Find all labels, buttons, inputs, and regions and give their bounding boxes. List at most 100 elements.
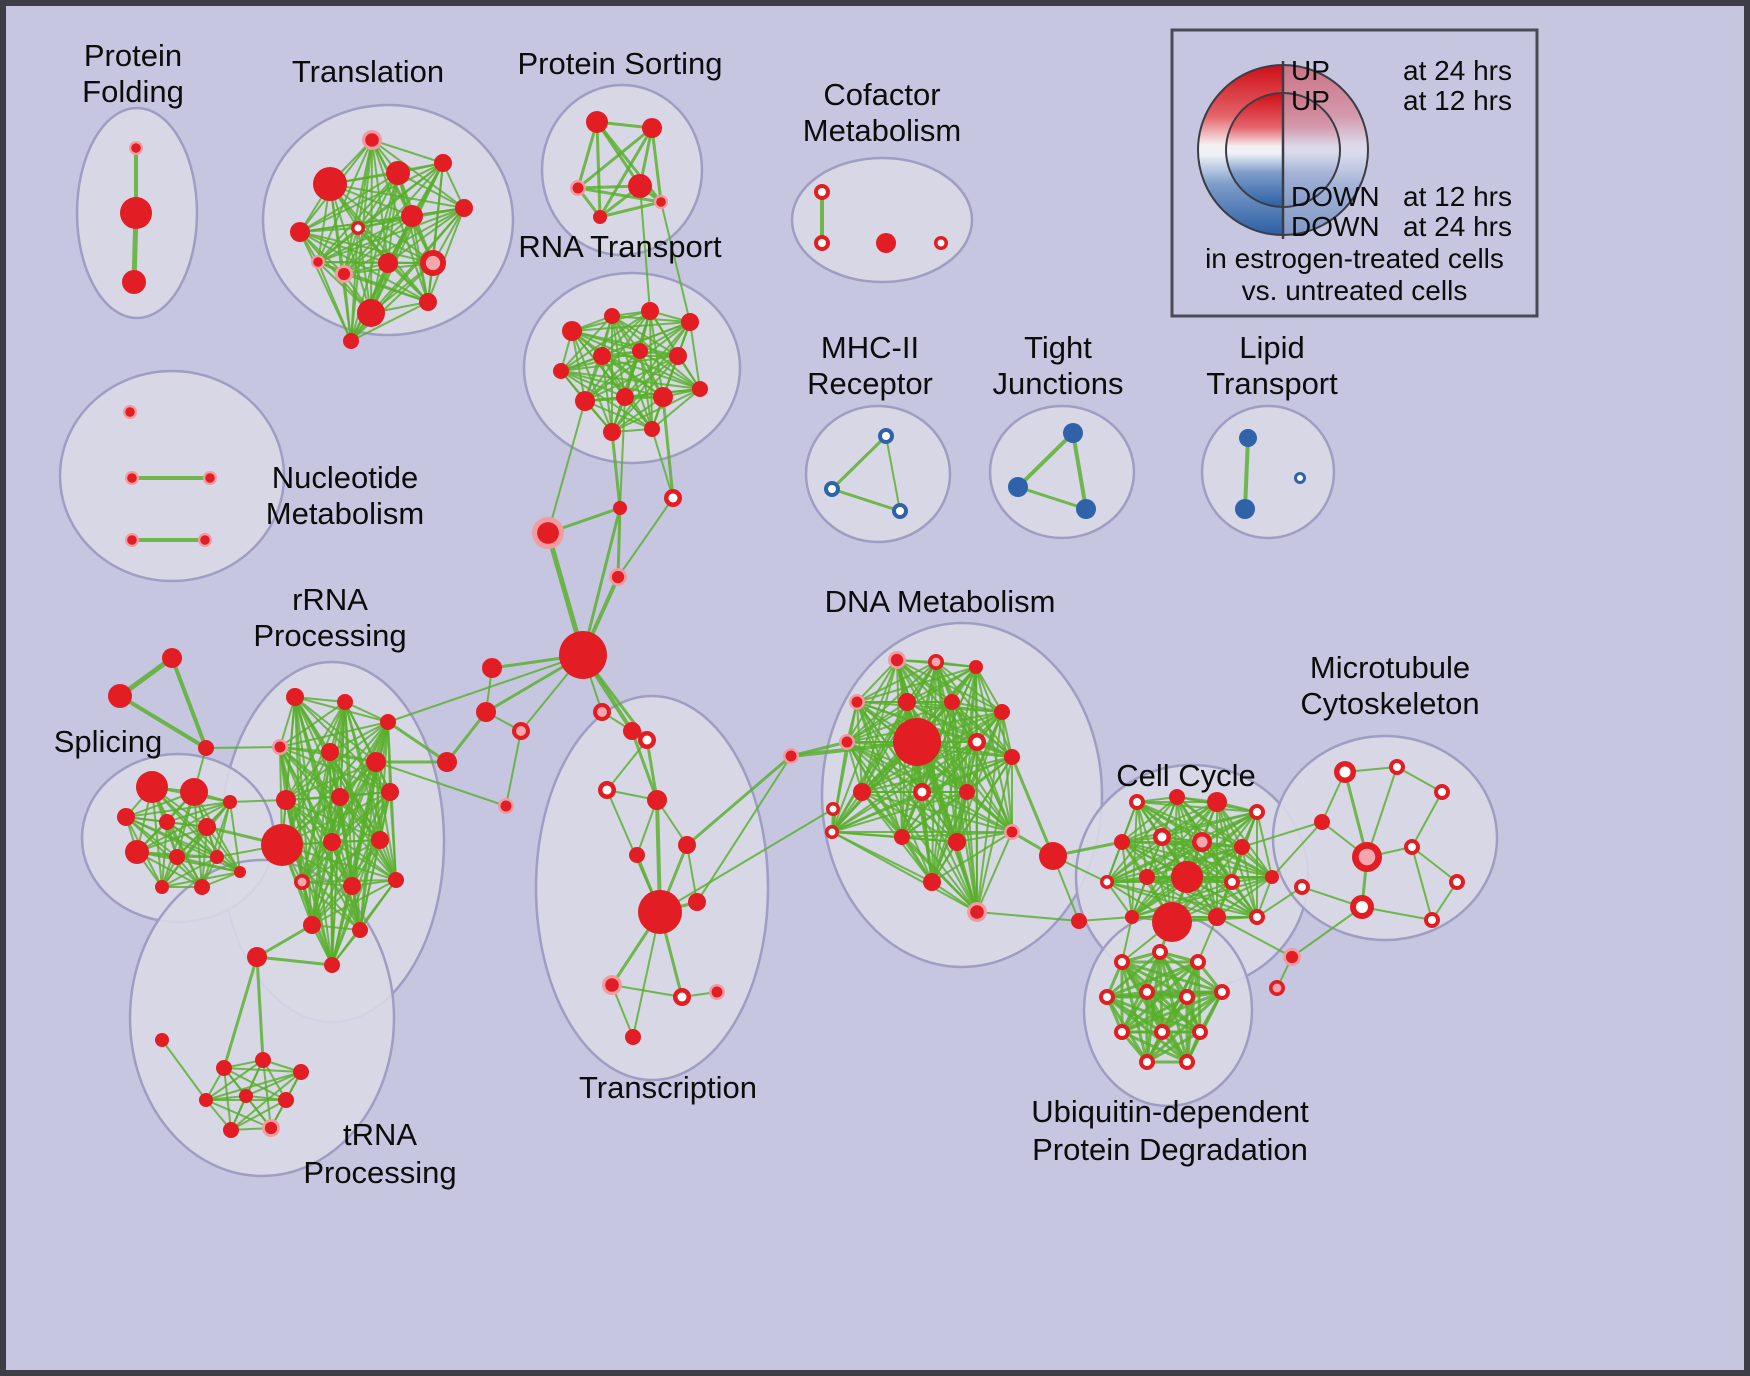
network-edge	[299, 172, 399, 233]
cluster-dna-label: DNA Metabolism	[825, 584, 1056, 619]
network-edge	[650, 126, 663, 204]
network-edge	[359, 839, 381, 931]
network-edge	[1131, 876, 1273, 918]
network-node	[616, 388, 634, 406]
network-node	[386, 161, 410, 185]
network-node	[1076, 499, 1096, 519]
network-edge	[901, 741, 978, 838]
network-node	[1152, 902, 1192, 942]
network-edge	[1241, 821, 1323, 848]
network-edge	[387, 207, 465, 264]
network-node	[562, 321, 582, 341]
network-edge	[299, 162, 444, 233]
network-edge	[1105, 960, 1200, 999]
network-node	[122, 270, 146, 294]
network-edge	[222, 955, 259, 1070]
network-edge	[846, 741, 978, 913]
network-node	[913, 783, 931, 801]
cluster-lt-ellipse	[1200, 404, 1336, 540]
network-node	[108, 684, 132, 708]
network-node	[357, 299, 385, 327]
network-edge	[606, 739, 648, 791]
network-node	[1214, 984, 1230, 1000]
network-edge	[262, 1059, 272, 1129]
network-node	[1154, 1024, 1170, 1040]
network-edge	[375, 761, 507, 807]
network-node	[1171, 861, 1203, 893]
network-node	[343, 877, 361, 895]
network-edge	[299, 231, 434, 264]
network-edge	[571, 330, 679, 357]
network-edge	[1136, 801, 1258, 813]
network-edge	[856, 659, 898, 703]
network-edge	[831, 741, 848, 833]
network-node	[638, 890, 682, 934]
network-edge	[651, 388, 701, 430]
network-node	[337, 694, 353, 710]
network-node	[388, 872, 404, 888]
network-edge	[861, 741, 978, 793]
network-node	[1063, 423, 1083, 443]
network-edge	[1146, 846, 1243, 878]
network-node	[944, 694, 960, 710]
network-edge	[317, 261, 352, 342]
network-node	[313, 167, 347, 201]
network-node	[476, 702, 496, 722]
network-edge	[1216, 916, 1293, 958]
network-node	[303, 916, 321, 934]
network-edge	[901, 836, 933, 883]
network-edge	[427, 207, 465, 303]
network-node	[198, 740, 214, 756]
network-edge	[619, 396, 626, 509]
network-edge	[856, 666, 977, 703]
network-edge	[387, 654, 584, 723]
network-node	[223, 795, 237, 809]
network-edge	[830, 434, 888, 491]
network-edge	[445, 710, 488, 764]
network-edge	[1161, 811, 1258, 838]
network-node	[532, 517, 564, 549]
network-node	[1008, 477, 1028, 497]
network-node	[1152, 944, 1168, 960]
network-node	[247, 947, 267, 967]
network-edge	[931, 661, 937, 883]
network-node	[512, 722, 530, 740]
network-node	[1449, 874, 1465, 890]
network-node	[681, 313, 699, 331]
network-node	[638, 731, 656, 749]
network-node	[278, 1092, 294, 1108]
network-edge	[329, 183, 465, 209]
network-node	[286, 688, 304, 706]
network-edge	[645, 738, 659, 802]
network-edge	[598, 126, 654, 219]
network-edge	[285, 799, 361, 931]
network-edge	[285, 751, 331, 801]
network-node	[948, 833, 966, 851]
network-edge	[831, 791, 923, 833]
network-edge	[576, 126, 654, 190]
network-edge	[956, 831, 1013, 843]
network-edge	[1256, 886, 1303, 918]
network-edge	[1396, 766, 1443, 793]
network-edge	[279, 701, 346, 748]
network-edge	[584, 350, 641, 402]
network-node	[455, 199, 473, 217]
network-edge	[136, 826, 208, 853]
network-edge	[1243, 436, 1250, 511]
network-node	[1139, 984, 1155, 1000]
network-node	[1404, 839, 1420, 855]
network-node	[482, 658, 502, 678]
network-edge	[311, 701, 346, 926]
network-node	[1283, 948, 1301, 966]
network-node	[632, 343, 648, 359]
network-edge	[639, 321, 691, 352]
network-node	[117, 808, 135, 826]
network-edge	[601, 355, 613, 433]
network-node	[898, 693, 916, 711]
network-edge	[331, 791, 391, 843]
network-edge	[1146, 841, 1203, 878]
network-node	[994, 704, 1010, 720]
